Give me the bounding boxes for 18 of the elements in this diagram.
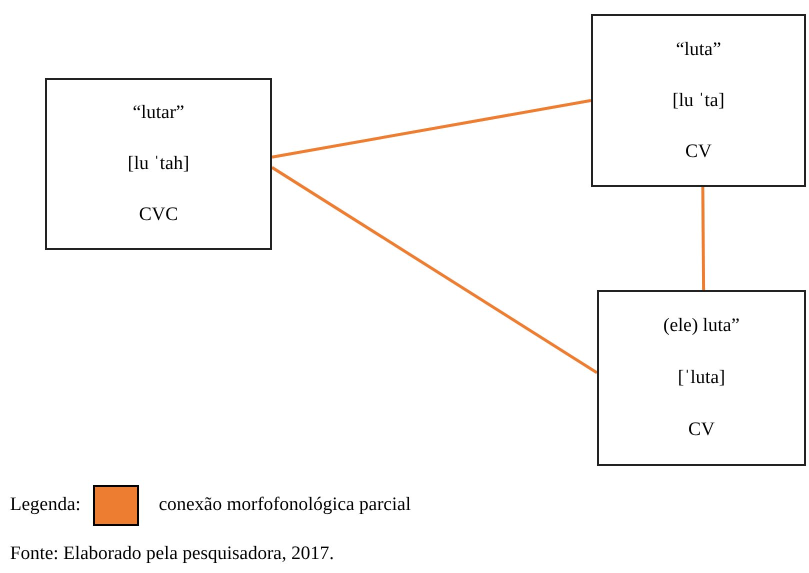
legend-text: conexão morfofonológica parcial xyxy=(158,493,411,518)
word-box xyxy=(591,14,806,187)
box-text: [lu ˈta] xyxy=(672,88,725,112)
word-box xyxy=(597,290,806,466)
connector-line xyxy=(701,186,706,290)
box-text: [ˈluta] xyxy=(678,366,726,390)
box-text: (ele) luta” xyxy=(663,314,740,338)
box-text: CV xyxy=(685,140,712,164)
box-text: CV xyxy=(688,418,715,442)
legend-title: Legenda: xyxy=(10,493,81,518)
box-text: “lutar” xyxy=(132,101,184,126)
source-note: Fonte: Elaborado pela pesquisadora, 2017. xyxy=(10,542,334,566)
box-text: CVC xyxy=(138,202,178,227)
box-text: “luta” xyxy=(676,38,722,62)
connector-line xyxy=(272,99,592,159)
box-text: [lu ˈtah] xyxy=(128,152,190,176)
connector-line xyxy=(271,166,598,374)
word-box xyxy=(45,78,272,250)
